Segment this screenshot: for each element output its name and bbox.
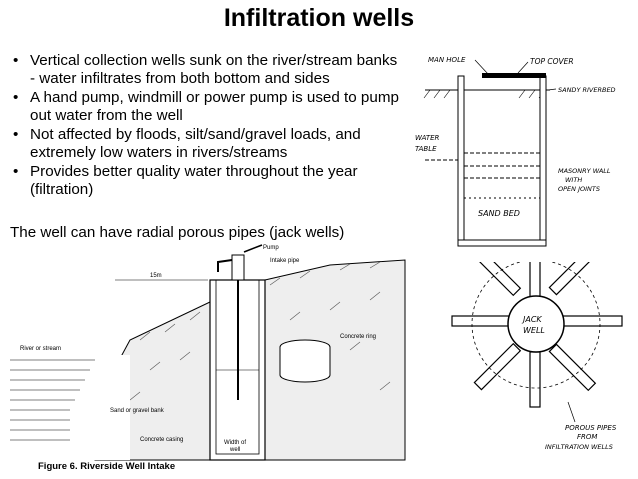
bullet-item: Provides better quality water throughout… <box>10 163 405 198</box>
well-wall-left <box>457 75 465 247</box>
masonry-label-1: MASONRY WALL <box>558 167 611 175</box>
masonry-label-3: OPEN JOINTS <box>558 185 600 193</box>
riverbed-label: SANDY RIVERBED <box>558 86 616 94</box>
masonry-label-2: WITH <box>565 176 582 184</box>
porous-label-2: FROM <box>577 433 597 441</box>
porous-label-1: POROUS PIPES <box>565 424 617 432</box>
sand-bed-label: SAND BED <box>478 209 520 218</box>
river-water <box>10 355 130 460</box>
bullet-item: A hand pump, windmill or power pump is u… <box>10 89 405 124</box>
jack-well-plan: JACK WELL POROUS PIPES FROM INFILTRATION… <box>451 262 623 451</box>
water-table-label-1: WATER <box>415 134 440 142</box>
water-table-label-2: TABLE <box>415 145 437 153</box>
bank-label: Sand or gravel bank <box>110 408 165 414</box>
riverside-well-figure: 15m Pump Intake pipe River or stream Con… <box>10 244 406 461</box>
bullet-item: Vertical collection wells sunk on the ri… <box>10 52 405 87</box>
figure-caption: Figure 6. Riverside Well Intake <box>38 461 176 472</box>
river-label: River or stream <box>20 346 61 352</box>
jack-wells-note: The well can have radial porous pipes (j… <box>10 224 345 241</box>
width-label-1: Width of <box>224 440 246 446</box>
top-cover <box>482 73 546 78</box>
bullet-item: Not affected by floods, silt/sand/gravel… <box>10 126 405 161</box>
bullet-list: Vertical collection wells sunk on the ri… <box>10 52 405 200</box>
pump-label: Pump <box>263 245 279 251</box>
width-label-2: well <box>229 447 240 453</box>
manhole-label: MAN HOLE <box>428 56 466 64</box>
jack-label-2: WELL <box>523 326 545 335</box>
intake-pipe-label: Intake pipe <box>270 258 300 264</box>
casing-label: Concrete casing <box>140 437 183 443</box>
slide-title: Infiltration wells <box>223 4 415 32</box>
jack-well <box>507 295 565 353</box>
jack-label-1: JACK <box>521 315 542 324</box>
pump <box>231 254 245 281</box>
porous-pipes <box>451 262 623 408</box>
infiltration-well-section: MAN HOLE TOP COVER SANDY RIVERBED WATER … <box>415 56 616 247</box>
well-wall-right <box>539 75 547 247</box>
top-cover-label: TOP COVER <box>530 57 574 66</box>
porous-label-3: INFILTRATION WELLS <box>545 443 613 451</box>
distance-label: 15m <box>150 273 162 279</box>
concrete-ring-label: Concrete ring <box>340 334 376 340</box>
